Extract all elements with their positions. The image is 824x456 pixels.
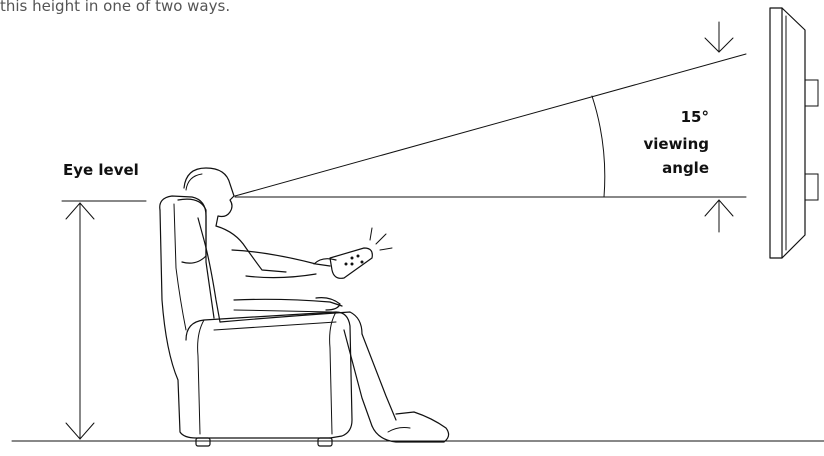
angle-word-viewing: viewing (643, 135, 709, 153)
remote-control-icon (313, 247, 373, 279)
person-icon (183, 167, 450, 443)
angle-value-label: 15° (681, 108, 709, 126)
eye-level-height-arrow (65, 202, 95, 440)
viewing-angle-arc (591, 95, 606, 198)
remote-signal-icon (369, 227, 393, 251)
eye-level-label: Eye level (63, 161, 139, 179)
tv-icon (769, 7, 819, 259)
sight-line-upper (234, 53, 747, 197)
recliner-icon (159, 195, 353, 447)
caption-text: this height in one of two ways. (0, 0, 230, 15)
screen-top-arrow (704, 21, 734, 53)
angle-word-angle: angle (662, 159, 709, 177)
screen-bottom-arrow (704, 199, 734, 233)
